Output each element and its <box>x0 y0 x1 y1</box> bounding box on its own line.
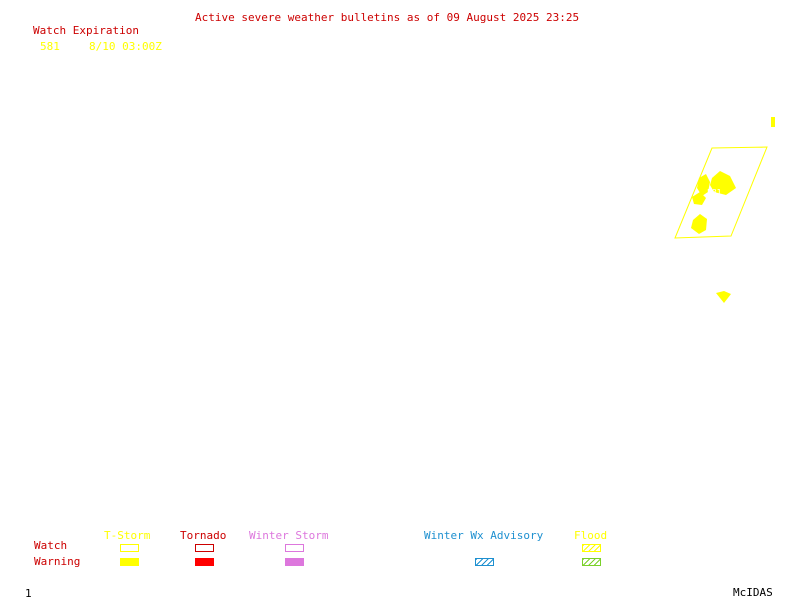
legend-category-tstorm: T-Storm <box>104 529 151 542</box>
watch-expiration-heading: Watch Expiration <box>33 24 139 37</box>
watch-box-label: 581 <box>707 188 722 197</box>
legend-category-winter-wx-advisory: Winter Wx Advisory <box>424 529 544 542</box>
warning-polygon <box>771 117 775 127</box>
winter-wx-advisory-swatch <box>475 558 494 566</box>
winter-storm-warning-swatch <box>285 558 304 566</box>
tornado-watch-swatch <box>195 544 214 552</box>
warning-polygon <box>697 174 710 196</box>
warning-polygon <box>692 192 706 205</box>
flood-warning-swatch <box>582 558 601 566</box>
flood-watch-swatch <box>582 544 601 552</box>
tstorm-watch-swatch <box>120 544 139 552</box>
warning-polygon <box>710 171 736 195</box>
frame-number: 1 <box>25 587 32 600</box>
warning-polygon <box>716 291 731 303</box>
tornado-warning-swatch <box>195 558 214 566</box>
legend-category-flood: Flood <box>574 529 608 542</box>
winter-storm-watch-swatch <box>285 544 304 552</box>
legend-row-watch: Watch <box>34 539 68 552</box>
software-label: McIDAS <box>733 586 773 599</box>
bulletin-title: Active severe weather bulletins as of 09… <box>195 11 580 24</box>
tstorm-warning-swatch <box>120 558 139 566</box>
legend-category-tornado: Tornado <box>180 529 227 542</box>
watch-box-581 <box>674 146 768 239</box>
watch-expiration-time: 8/10 03:00Z <box>89 40 162 53</box>
legend-category-winter-storm: Winter Storm <box>249 529 329 542</box>
warning-polygon <box>691 214 707 234</box>
legend-row-warning: Warning <box>34 555 81 568</box>
watch-number: 581 <box>40 40 60 53</box>
